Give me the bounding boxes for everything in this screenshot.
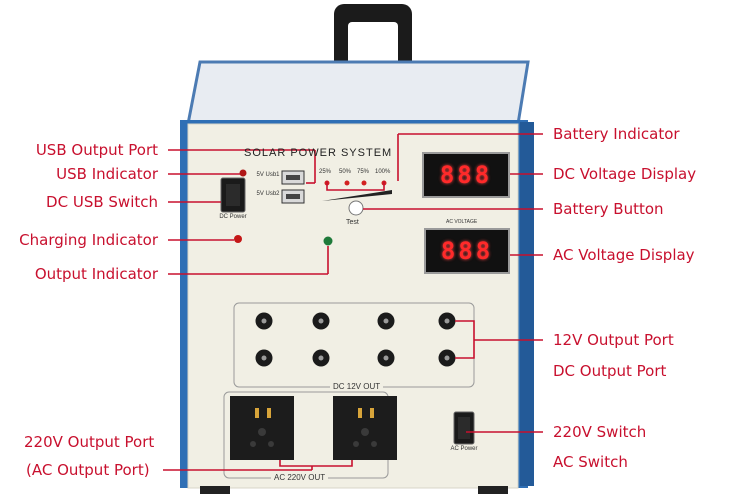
- callout-lines: [163, 133, 543, 471]
- test-label: Test: [346, 219, 359, 226]
- callout-output-indicator: Output Indicator: [34, 265, 158, 283]
- battery-level-50: 50%: [339, 169, 352, 175]
- usb-indicator-led: [239, 169, 247, 177]
- charging-indicator-led: [234, 235, 242, 243]
- callout-dc-usb-switch: DC USB Switch: [46, 193, 158, 211]
- ac-voltage-display: 888: [424, 228, 510, 274]
- panel-title: SOLAR POWER SYSTEM: [244, 147, 393, 159]
- callout-usb-output-port: USB Output Port: [35, 141, 158, 159]
- callout-battery-button: Battery Button: [553, 200, 664, 218]
- battery-test-button: [348, 200, 364, 216]
- dc-voltage-readout: 888: [439, 161, 493, 189]
- callout-220v-switch: 220V Switch: [553, 423, 647, 441]
- top-lid: [186, 60, 530, 126]
- callout-ac-voltage-display: AC Voltage Display: [553, 246, 695, 264]
- callout-220v-output-port: 220V Output Port: [24, 433, 155, 451]
- battery-level-75: 75%: [357, 169, 370, 175]
- dc-voltage-display: 888: [422, 152, 510, 198]
- callout-ac-output-port: (AC Output Port): [26, 461, 150, 479]
- ac-voltage-caption: AC VOLTAGE: [446, 219, 478, 225]
- callout-dc-output-port: DC Output Port: [553, 362, 667, 380]
- usb1-label: 5V Usb1: [256, 172, 280, 178]
- battery-level-100: 100%: [375, 169, 391, 175]
- ac-voltage-readout: 888: [440, 237, 494, 265]
- dc-power-label: DC Power: [219, 214, 247, 220]
- battery-level-25: 25%: [319, 169, 332, 175]
- callout-usb-indicator: USB Indicator: [56, 165, 158, 183]
- callout-dc-voltage-display: DC Voltage Display: [553, 165, 697, 183]
- ac-power-label: AC Power: [450, 446, 478, 452]
- callout-12v-output-port: 12V Output Port: [553, 331, 674, 349]
- callout-ac-switch: AC Switch: [553, 453, 628, 471]
- callout-charging-indicator: Charging Indicator: [19, 231, 158, 249]
- output-indicator-led: [323, 236, 333, 246]
- callout-battery-indicator: Battery Indicator: [553, 125, 680, 143]
- usb2-label: 5V Usb2: [256, 191, 280, 197]
- dc-12v-out-label: DC 12V OUT: [330, 382, 384, 391]
- ac-220v-out-label: AC 220V OUT: [271, 473, 329, 482]
